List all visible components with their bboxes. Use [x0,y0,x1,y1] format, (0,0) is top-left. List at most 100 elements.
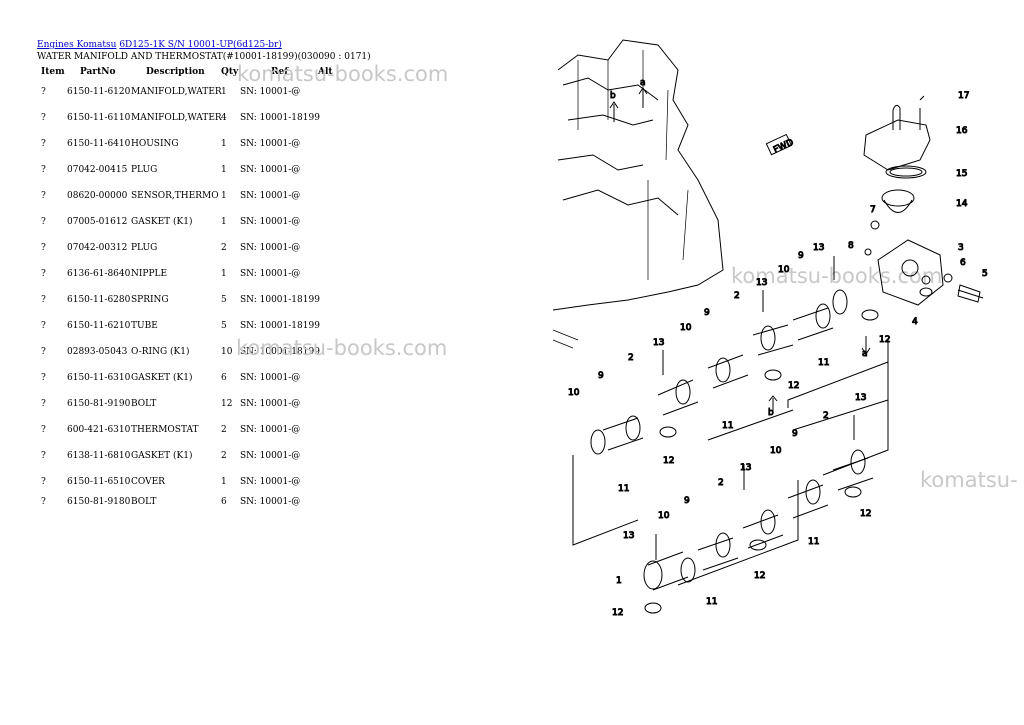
cell-description: SENSOR,THERMO [131,191,219,201]
cell-partno: 07005-01612 [67,217,128,227]
cell-description: GASKET (K1) [131,451,193,461]
cell-item: ? [41,477,46,487]
cell-ref: SN: 10001-@ [240,425,301,435]
cell-partno: 6150-81-9180 [67,497,131,507]
callout-label: b [768,408,774,418]
cell-qty: 10 [221,347,233,357]
cell-qty: 1 [221,269,227,279]
cell-description: SPRING [131,295,169,305]
callout-label: 12 [612,608,623,618]
callout-label: 13 [855,393,866,403]
callout-label: 2 [734,291,740,301]
cell-qty: 5 [221,321,227,331]
cell-item: ? [41,217,46,227]
cell-qty: 4 [221,113,227,123]
cell-qty: 2 [221,425,227,435]
cell-item: ? [41,191,46,201]
callout-label: 10 [778,265,790,275]
cell-item: ? [41,113,46,123]
cell-ref: SN: 10001-18199 [240,295,320,305]
cell-item: ? [41,347,46,357]
callout-label: 10 [658,511,670,521]
callout-label: 10 [680,323,692,333]
callout-label: 9 [792,429,798,439]
cell-partno: 600-421-6310 [67,425,131,435]
callout-label: 3 [958,243,964,253]
cell-description: PLUG [131,165,158,175]
callout-label: 11 [618,484,629,494]
cell-partno: 6150-11-6510 [67,477,131,487]
callout-label: 11 [818,358,829,368]
cell-ref: SN: 10001-@ [240,217,301,227]
cell-ref: SN: 10001-@ [240,497,301,507]
callout-label: 2 [718,478,724,488]
callout-label: 11 [706,597,717,607]
breadcrumb-link-model[interactable]: 6D125-1K S/N 10001-UP(6d125-br) [119,40,282,50]
exploded-parts-diagram: 17 16 15 14 3 7 8 13 9 10 6 5 4 12 a b a… [548,30,1024,630]
cell-partno: 6150-11-6410 [67,139,131,149]
header-ref: Ref [271,67,289,77]
watermark: komatsu-books.com [237,62,449,86]
cell-ref: SN: 10001-@ [240,243,301,253]
cell-qty: 2 [221,451,227,461]
cell-partno: 6150-11-6310 [67,373,131,383]
cell-item: ? [41,425,46,435]
callout-label: 15 [956,169,967,179]
cell-description: MANIFOLD,WATER [131,113,222,123]
callout-label: 9 [704,308,710,318]
cell-item: ? [41,399,46,409]
callout-label: 13 [756,278,767,288]
callout-label: a [640,78,646,88]
cell-ref: SN: 10001-@ [240,477,301,487]
cell-partno: 6150-81-9190 [67,399,131,409]
cell-ref: SN: 10001-@ [240,191,301,201]
cell-item: ? [41,295,46,305]
cell-ref: SN: 10001-18199 [240,321,320,331]
cell-item: ? [41,139,46,149]
cell-item: ? [41,87,46,97]
cell-description: THERMOSTAT [131,425,199,435]
cell-qty: 1 [221,217,227,227]
callout-label: 5 [982,269,988,279]
cell-ref: SN: 10001-18199 [240,347,320,357]
callout-label: 6 [960,258,966,268]
cell-qty: 6 [221,497,227,507]
callout-label: 9 [598,371,604,381]
header-item: Item [41,67,65,77]
callout-label: 7 [870,205,876,215]
cell-description: O-RING (K1) [131,347,190,357]
cell-qty: 1 [221,165,227,175]
cell-partno: 02893-05043 [67,347,128,357]
breadcrumb-link-engines[interactable]: Engines Komatsu [37,40,117,50]
cell-ref: SN: 10001-@ [240,269,301,279]
header-description: Description [146,67,205,77]
breadcrumb: Engines Komatsu 6D125-1K S/N 10001-UP(6d… [37,40,282,50]
cell-qty: 1 [221,139,227,149]
cell-ref: SN: 10001-@ [240,373,301,383]
cell-qty: 1 [221,87,227,97]
callout-label: 17 [958,91,969,101]
fwd-label: FWD [772,138,795,156]
cell-item: ? [41,373,46,383]
callout-label: 10 [568,388,580,398]
cell-ref: SN: 10001-@ [240,451,301,461]
cell-description: GASKET (K1) [131,217,193,227]
cell-qty: 2 [221,243,227,253]
cell-item: ? [41,269,46,279]
cell-qty: 1 [221,477,227,487]
cell-description: MANIFOLD,WATER [131,87,222,97]
header-qty: Qty [221,67,239,77]
cell-partno: 07042-00415 [67,165,128,175]
callout-label: 11 [722,421,733,431]
callout-label: 10 [770,446,782,456]
callout-label: 2 [823,411,829,421]
callout-label: 16 [956,126,968,136]
cell-description: COVER [131,477,165,487]
cell-description: BOLT [131,497,157,507]
cell-item: ? [41,243,46,253]
header-alt: Alt [318,67,333,77]
cell-ref: SN: 10001-@ [240,139,301,149]
callout-label: 9 [684,496,690,506]
cell-ref: SN: 10001-@ [240,165,301,175]
cell-partno: 6138-11-6810 [67,451,131,461]
